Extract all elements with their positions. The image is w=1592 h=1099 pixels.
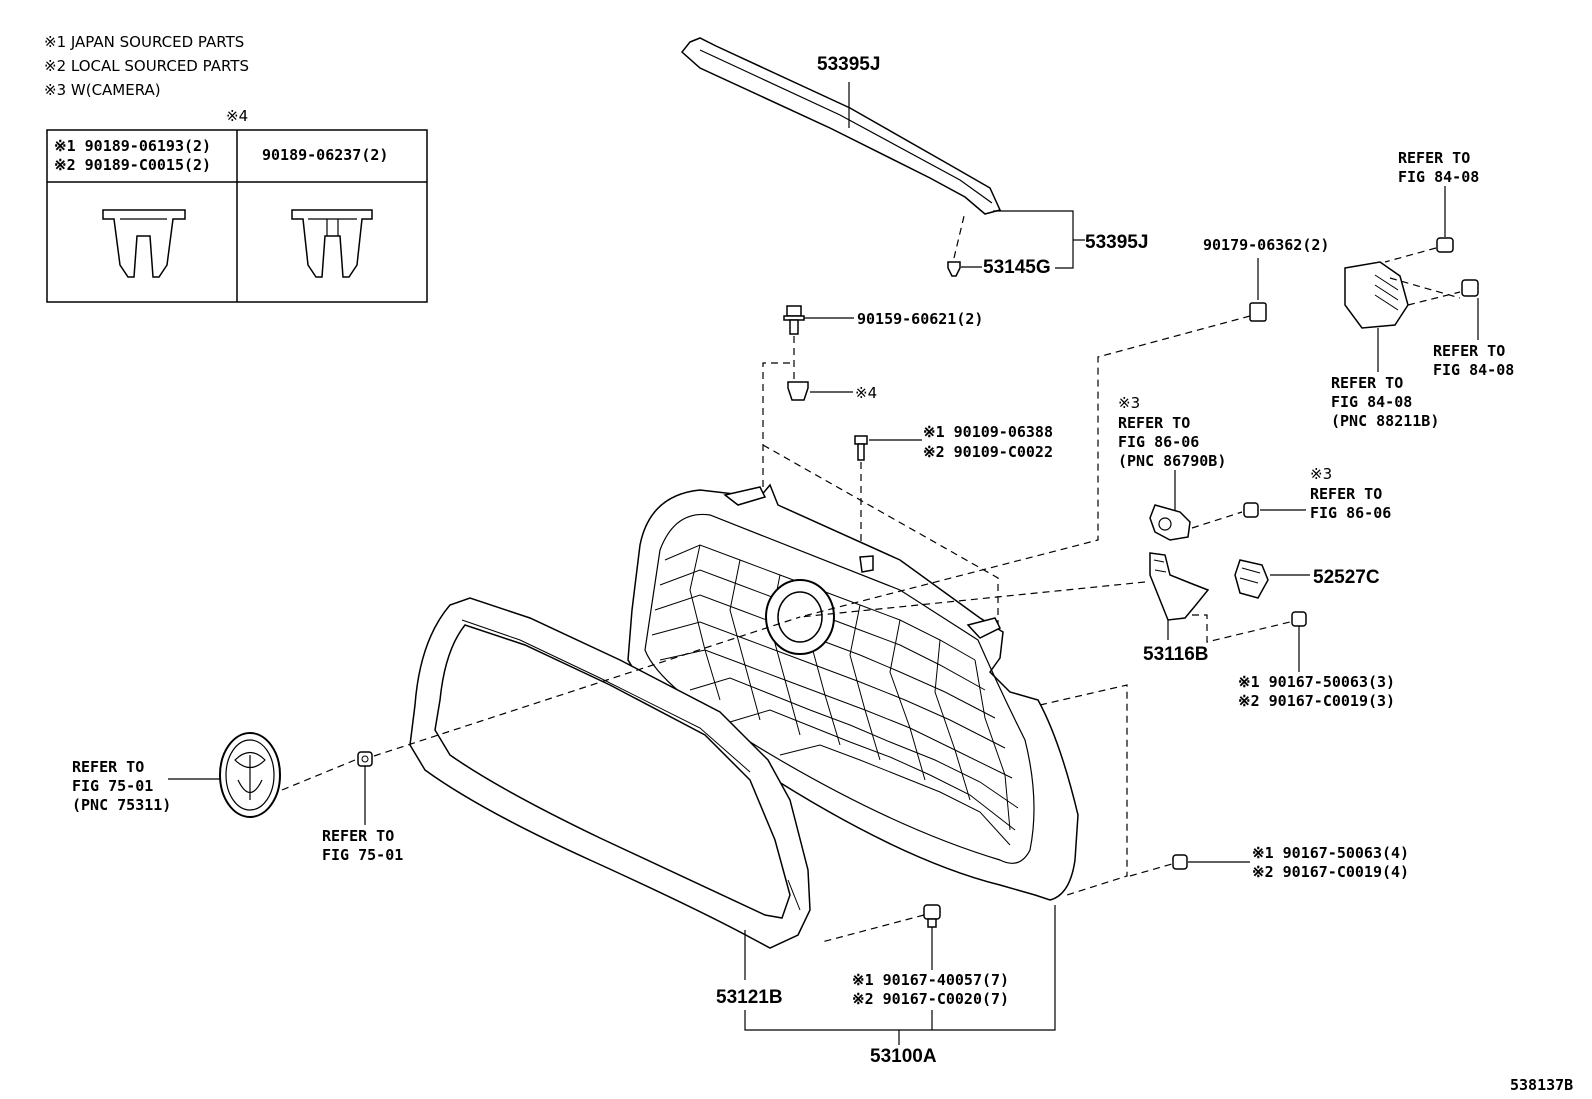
label-refer-top-1: REFER TO xyxy=(1398,149,1470,167)
radiator-grille-main xyxy=(627,483,1079,901)
emblem xyxy=(219,732,281,818)
camera-screw xyxy=(1243,502,1259,518)
label-cam2-star: ※3 xyxy=(1310,465,1332,483)
label-90167-4-1: ※1 90167-50063(4) xyxy=(1252,844,1409,862)
bolt-90159-60621 xyxy=(783,305,805,335)
label-refer-sensor-1: REFER TO xyxy=(1331,374,1403,392)
note-camera: ※3 W(CAMERA) xyxy=(44,81,161,99)
label-90167-5-1: ※1 90167-50063(3) xyxy=(1238,673,1395,691)
nut-90179-06362 xyxy=(1249,302,1267,322)
screw-90167-40057 xyxy=(923,904,941,928)
screw-90167-50063-4 xyxy=(1172,854,1188,870)
label-refer-sensor-3: (PNC 88211B) xyxy=(1331,412,1439,430)
front-camera xyxy=(1149,504,1191,541)
label-cam-2: FIG 86-06 xyxy=(1118,433,1199,451)
screw-90109 xyxy=(854,435,868,461)
label-90109-1: ※1 90109-06388 xyxy=(923,423,1053,441)
clip-table: ※4 ※1 90189-06193(2) ※2 90189-C0015(2) 9… xyxy=(46,107,428,303)
label-star4: ※4 xyxy=(855,384,877,402)
label-emb-nut-2: FIG 75-01 xyxy=(322,846,403,864)
clip-star4 xyxy=(787,381,809,401)
label-cam2-1: REFER TO xyxy=(1310,485,1382,503)
upper-molding-53395j xyxy=(680,37,1002,215)
label-90167-4-2: ※2 90167-C0019(4) xyxy=(1252,863,1409,881)
clip-table-title: ※4 xyxy=(226,107,248,125)
radar-sensor xyxy=(1344,261,1409,329)
clip-53145g xyxy=(947,261,961,277)
grille-surround-53121b xyxy=(409,597,811,949)
label-refer-right-2: FIG 84-08 xyxy=(1433,361,1514,379)
clip-table-col1-line1: ※1 90189-06193(2) xyxy=(54,137,211,155)
sensor-bolt-top xyxy=(1436,237,1454,253)
label-refer-sensor-2: FIG 84-08 xyxy=(1331,393,1412,411)
note-japan-sourced: ※1 JAPAN SOURCED PARTS xyxy=(44,33,244,51)
label-53100a: 53100A xyxy=(870,1046,937,1067)
label-emb-nut-1: REFER TO xyxy=(322,827,394,845)
clip-90189-06237-drawing xyxy=(291,209,373,278)
sensor-bolt-right xyxy=(1461,279,1479,297)
label-90167-4b-1: ※1 90167-40057(7) xyxy=(852,971,1009,989)
label-90159-60621: 90159-60621(2) xyxy=(857,310,983,328)
label-90167-4b-2: ※2 90167-C0020(7) xyxy=(852,990,1009,1008)
label-53116b: 53116B xyxy=(1143,644,1209,665)
label-53145g: 53145G xyxy=(983,257,1051,278)
label-cam-1: REFER TO xyxy=(1118,414,1190,432)
clip-90189-06193-drawing xyxy=(102,209,186,278)
label-53395j-side: 53395J xyxy=(1085,232,1148,253)
label-cam-star: ※3 xyxy=(1118,394,1140,412)
label-53395j-top: 53395J xyxy=(817,54,880,75)
emblem-nut xyxy=(357,751,373,767)
label-refer-top-2: FIG 84-08 xyxy=(1398,168,1479,186)
label-emblem-2: FIG 75-01 xyxy=(72,777,153,795)
screw-90167-50063-3 xyxy=(1291,611,1307,627)
label-cam2-2: FIG 86-06 xyxy=(1310,504,1391,522)
bracket-52527c xyxy=(1234,559,1269,599)
clip-table-col2: 90189-06237(2) xyxy=(262,146,388,164)
label-refer-right-1: REFER TO xyxy=(1433,342,1505,360)
label-emblem-1: REFER TO xyxy=(72,758,144,776)
label-90109-2: ※2 90109-C0022 xyxy=(923,443,1053,461)
clip-table-col1-line2: ※2 90189-C0015(2) xyxy=(54,156,211,174)
label-emblem-3: (PNC 75311) xyxy=(72,796,171,814)
label-90179-06362: 90179-06362(2) xyxy=(1203,236,1329,254)
label-52527c: 52527C xyxy=(1313,567,1380,588)
label-cam-3: (PNC 86790B) xyxy=(1118,452,1226,470)
label-53121b: 53121B xyxy=(716,987,783,1008)
label-90167-5-2: ※2 90167-C0019(3) xyxy=(1238,692,1395,710)
figure-id: 538137B xyxy=(1510,1076,1573,1094)
note-local-sourced: ※2 LOCAL SOURCED PARTS xyxy=(44,57,249,75)
bracket-53116b xyxy=(1149,552,1210,621)
